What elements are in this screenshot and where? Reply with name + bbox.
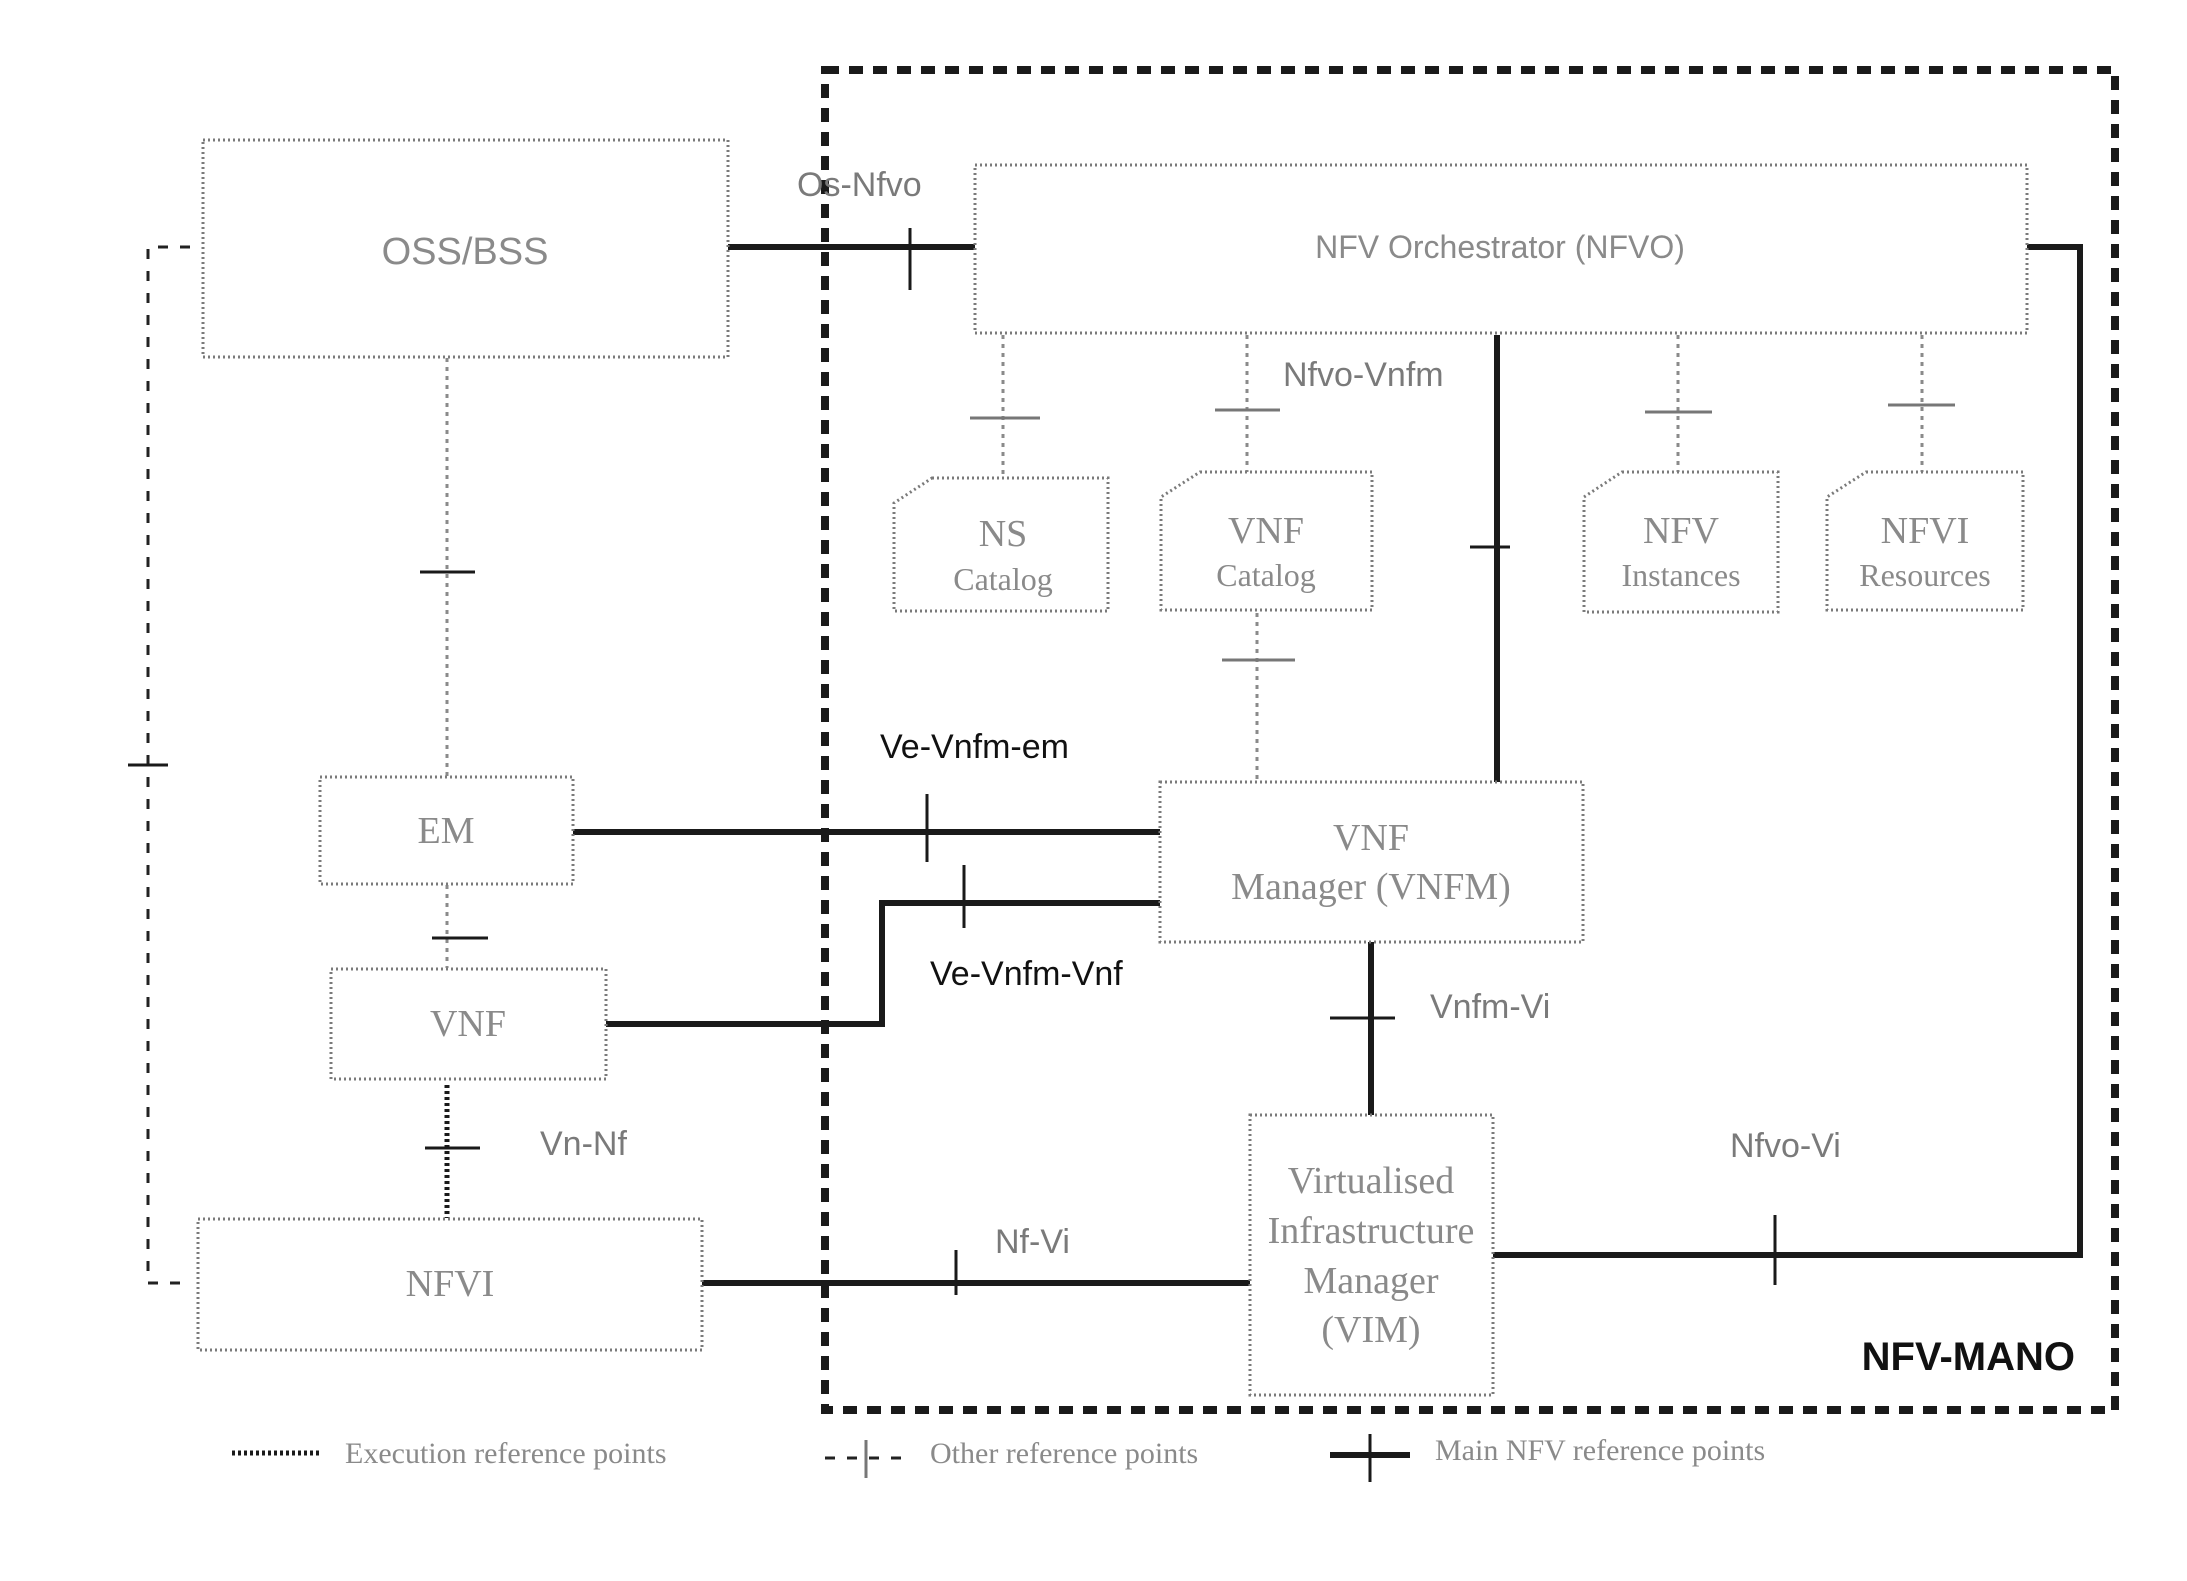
vim-box: Virtualised Infrastructure Manager (VIM) [1250, 1115, 1493, 1395]
vnf-catalog-line-1: VNF [1228, 510, 1304, 552]
nfv-instances-store: NFV Instances [1584, 472, 1778, 612]
ns-catalog-line-2: Catalog [953, 561, 1053, 597]
nfvi-resources-store: NFVI Resources [1827, 472, 2023, 610]
nfv-instances-line-2: Instances [1621, 557, 1740, 593]
ve-vnfm-em-label: Ve-Vnfm-em [880, 728, 1069, 766]
vnfm-vi-label: Vnfm-Vi [1430, 988, 1550, 1026]
legend-other-label: Other reference points [930, 1437, 1198, 1470]
nfvi-resources-line-2: Resources [1859, 557, 1991, 593]
legend: Execution reference points Other referen… [232, 1434, 1765, 1482]
ns-catalog-store: NS Catalog [894, 478, 1108, 611]
nfvi-label: NFVI [406, 1263, 495, 1305]
em-label: EM [418, 810, 475, 852]
em-box: EM [320, 777, 573, 884]
nfv-mano-label: NFV-MANO [1862, 1335, 2075, 1379]
vnfm-line-1: VNF [1333, 817, 1409, 859]
vim-line-1: Virtualised [1288, 1160, 1455, 1202]
oss-bss-box: OSS/BSS [203, 140, 728, 357]
vim-line-2: Infrastructure [1268, 1210, 1475, 1252]
ns-catalog-line-1: NS [979, 513, 1028, 555]
nfvo-box: NFV Orchestrator (NFVO) [975, 165, 2027, 333]
os-nfvo-label: Os-Nfvo [797, 166, 922, 204]
nfvi-box: NFVI [198, 1219, 702, 1350]
legend-main-label: Main NFV reference points [1435, 1434, 1765, 1467]
nfvo-vi-label: Nfvo-Vi [1730, 1127, 1841, 1165]
ve-vnfm-vnf-label: Ve-Vnfm-Vnf [930, 955, 1123, 993]
vn-nf-label: Vn-Nf [540, 1125, 627, 1163]
legend-other: Other reference points [825, 1437, 1198, 1478]
nfvo-vnfm-label: Nfvo-Vnfm [1283, 356, 1444, 394]
oss-bss-label: OSS/BSS [382, 231, 549, 273]
nfvo-vi-line [1490, 247, 2080, 1255]
vnf-box: VNF [331, 969, 606, 1079]
nfv-instances-line-1: NFV [1643, 510, 1720, 552]
vnf-label: VNF [430, 1003, 506, 1045]
nfvi-resources-line-1: NFVI [1881, 510, 1970, 552]
vim-line-3: Manager [1303, 1260, 1438, 1302]
vnfm-line-2: Manager (VNFM) [1231, 866, 1511, 908]
legend-main: Main NFV reference points [1330, 1434, 1765, 1482]
vnfm-box: VNF Manager (VNFM) [1160, 782, 1583, 942]
vim-line-4: (VIM) [1321, 1309, 1420, 1351]
vnf-catalog-line-2: Catalog [1216, 557, 1316, 593]
legend-execution: Execution reference points [232, 1437, 667, 1470]
nf-vi-label: Nf-Vi [995, 1223, 1070, 1261]
vnf-catalog-store: VNF Catalog [1161, 472, 1372, 610]
nfvo-label: NFV Orchestrator (NFVO) [1315, 229, 1685, 265]
legend-execution-label: Execution reference points [345, 1437, 667, 1470]
